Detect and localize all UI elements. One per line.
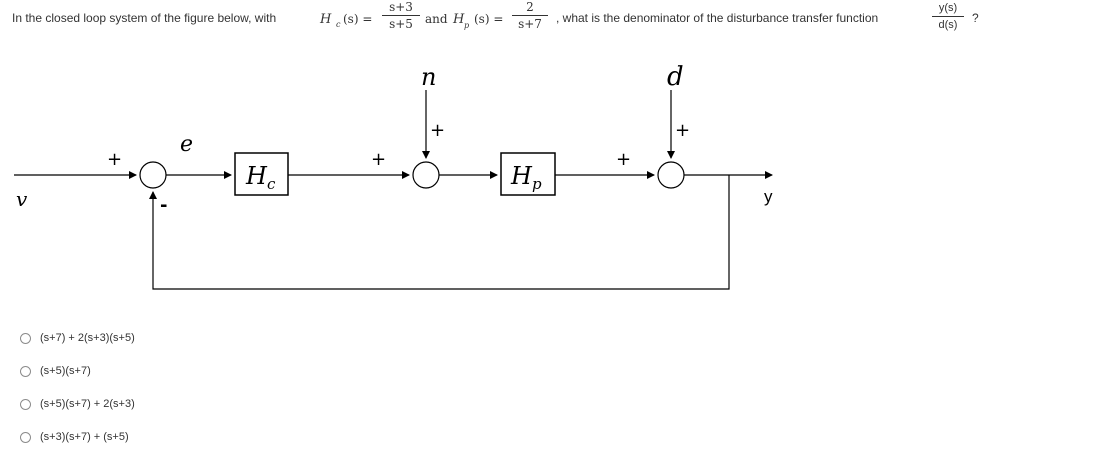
sum3-plus-sign-left: + bbox=[616, 149, 631, 170]
question-prefix: In the closed loop system of the figure … bbox=[12, 11, 277, 25]
radio-button[interactable] bbox=[20, 431, 31, 443]
hc-symbol: H bbox=[320, 12, 332, 27]
answer-option-3[interactable]: (s+5)(s+7) + 2(s+3) bbox=[20, 396, 135, 412]
option-label: (s+3)(s+7) + (s+5) bbox=[40, 431, 129, 443]
hp-numerator: 2 bbox=[526, 0, 534, 14]
plant-label: H bbox=[510, 162, 533, 190]
controller-subscript: c bbox=[267, 175, 276, 193]
tf-fraction: y(s) d(s) bbox=[932, 1, 964, 32]
feedback-path bbox=[149, 175, 730, 290]
block-diagram: v y e n d H c H p + - + + + + bbox=[14, 62, 773, 290]
controller-block bbox=[234, 152, 289, 196]
sum1-plus-sign: + bbox=[107, 149, 122, 170]
noise-label: n bbox=[421, 63, 436, 91]
tf-numerator: y(s) bbox=[938, 2, 958, 14]
hp-argument: (s) = bbox=[474, 12, 504, 26]
plant-block bbox=[500, 152, 556, 196]
option-label: (s+5)(s+7) bbox=[40, 365, 91, 377]
hc-fraction: s+3 s+5 bbox=[382, 0, 420, 31]
error-label: e bbox=[180, 132, 193, 157]
disturbance-label: d bbox=[667, 62, 684, 92]
answer-option-4[interactable]: (s+3)(s+7) + (s+5) bbox=[20, 429, 129, 445]
hp-symbol: H bbox=[453, 12, 465, 27]
summing-junction-1 bbox=[139, 161, 167, 189]
radio-button[interactable] bbox=[20, 365, 31, 377]
hp-denominator: s+7 bbox=[518, 17, 542, 31]
summing-junction-2 bbox=[412, 161, 440, 189]
output-label: y bbox=[764, 187, 773, 206]
summing-junction-3 bbox=[657, 161, 685, 189]
sum2-plus-sign-left: + bbox=[371, 149, 386, 170]
sum2-plus-sign-top: + bbox=[430, 120, 445, 141]
hc-numerator: s+3 bbox=[389, 0, 413, 14]
question-middle: , what is the denominator of the disturb… bbox=[556, 11, 879, 25]
option-label: (s+7) + 2(s+3)(s+5) bbox=[40, 332, 135, 344]
hc-denominator: s+5 bbox=[389, 17, 413, 31]
question-text: In the closed loop system of the figure … bbox=[12, 0, 1102, 44]
radio-button[interactable] bbox=[20, 332, 31, 344]
hc-subscript: c bbox=[336, 20, 341, 29]
and-text: and bbox=[425, 12, 448, 26]
sum1-minus-sign: - bbox=[160, 195, 167, 216]
hp-subscript: p bbox=[464, 21, 470, 30]
radio-button[interactable] bbox=[20, 398, 31, 410]
answer-option-2[interactable]: (s+5)(s+7) bbox=[20, 363, 91, 379]
plant-subscript: p bbox=[532, 175, 542, 193]
controller-label: H bbox=[245, 162, 268, 190]
answer-option-1[interactable]: (s+7) + 2(s+3)(s+5) bbox=[20, 330, 135, 346]
tf-denominator: d(s) bbox=[938, 19, 958, 31]
question-suffix: ? bbox=[972, 11, 979, 25]
input-label: v bbox=[16, 187, 28, 211]
hp-fraction: 2 s+7 bbox=[512, 0, 548, 31]
option-label: (s+5)(s+7) + 2(s+3) bbox=[40, 398, 135, 410]
hc-argument: (s) = bbox=[343, 12, 373, 26]
sum3-plus-sign-top: + bbox=[675, 120, 690, 141]
